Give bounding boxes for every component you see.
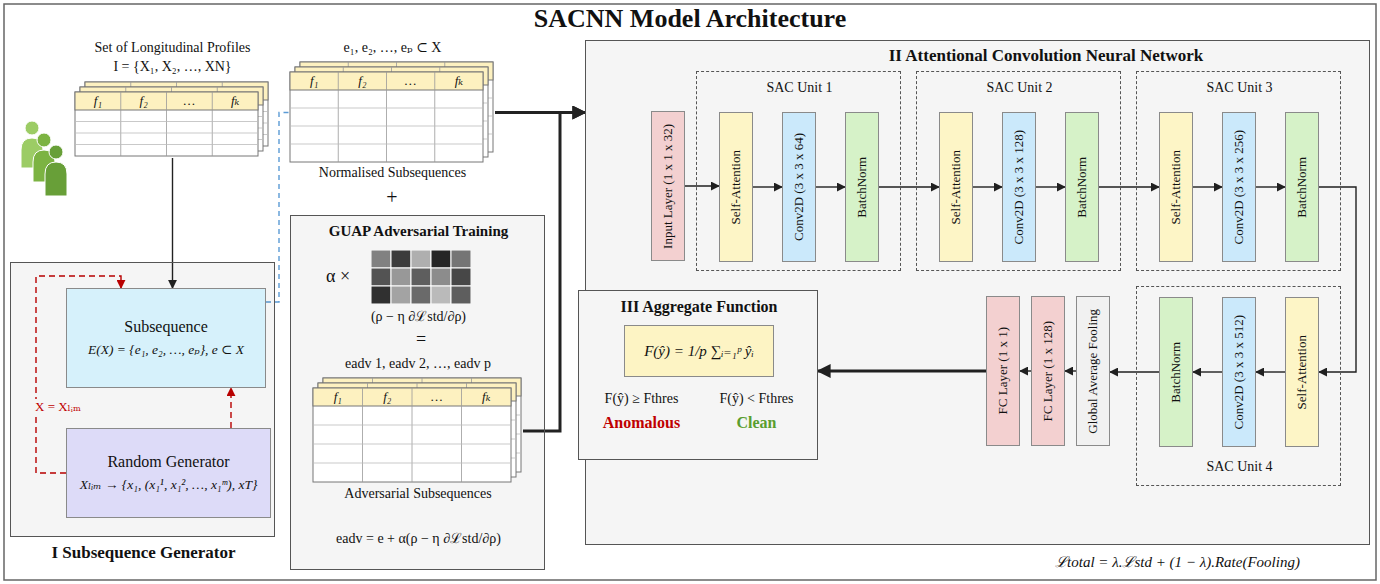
node-text: Adversarial Subsequences	[313, 486, 523, 503]
node-text: α ×	[313, 266, 363, 288]
node-text: eadv = e + α(ρ − η ∂ℒstd/∂ρ)	[291, 531, 546, 548]
node-text: I = {X₁, X₂, …, XN}	[75, 59, 270, 76]
table-sheets	[75, 40, 270, 158]
node-text: SAC Unit 2	[917, 80, 1122, 97]
node-text: II Attentional Convolution Neural Networ…	[766, 46, 1326, 66]
diagram-title: SACNN Model Architecture	[0, 4, 1380, 34]
batchnorm-box: BatchNorm	[845, 112, 879, 262]
node-text: F(ŷ) ≥ Fthres	[584, 391, 699, 408]
box-text: E(X) = {e₁, e₂, …, eₚ}, e ⊂ X	[88, 342, 244, 359]
node-text: SAC Unit 4	[1137, 459, 1342, 476]
table-cell: f₁	[313, 388, 363, 406]
attention-box: Self-Attention	[1285, 297, 1319, 447]
plus-sign: +	[372, 186, 412, 209]
table-cell: …	[387, 72, 435, 90]
layer-label: BatchNorm	[1169, 342, 1184, 403]
node-text: I Subsequence Generator	[11, 543, 276, 563]
node-text: (ρ − η ∂ℒstd/∂ρ)	[311, 309, 526, 326]
perturbation-heatmap	[371, 250, 471, 304]
table-cell: fₖ	[435, 72, 483, 90]
table-cell: f₂	[121, 92, 167, 110]
layer-label: Conv2D (3 x 3 x 64)	[792, 133, 807, 241]
people-icon	[21, 121, 67, 196]
layer-label: FC Layer (1 x 128)	[1041, 321, 1056, 421]
node-text: Normalised Subsequences	[290, 165, 495, 182]
layer-label: Conv2D (3 x 3 x 512)	[1232, 315, 1247, 429]
node-text: SAC Unit 1	[697, 80, 902, 97]
layer-label: Self-Attention	[1295, 335, 1310, 409]
conv-box: Conv2D (3 x 3 x 64)	[782, 112, 816, 262]
table-cell: f₂	[338, 72, 386, 90]
table-cell: fₖ	[212, 92, 258, 110]
layer-label: BatchNorm	[855, 157, 870, 218]
node-text: Set of Longitudinal Profiles	[75, 40, 270, 57]
fc-box: FC Layer (1 x 128)	[1031, 296, 1065, 446]
table-sheet	[290, 72, 483, 162]
layer-label: Self-Attention	[949, 150, 964, 224]
table-sheet	[313, 388, 511, 482]
sac-unit: SAC Unit 4 Self-Attention Conv2D (3 x 3 x …	[1136, 286, 1341, 486]
conv-box: Conv2D (3 x 3 x 512)	[1222, 297, 1256, 447]
conv-box: Conv2D (3 x 3 x 256)	[1222, 112, 1256, 262]
box-text: Random Generator	[107, 452, 229, 471]
conv-box: Conv2D (3 x 3 x 128)	[1002, 112, 1036, 262]
layer-label: Conv2D (3 x 3 x 128)	[1012, 130, 1027, 244]
connector-label: X = Xₗᵢₘ	[32, 399, 84, 415]
process-box: SubsequenceE(X) = {e₁, e₂, …, eₚ}, e ⊂ X	[66, 288, 266, 388]
node-text: Clean	[699, 413, 814, 432]
box-text: F(ŷ) = 1/p ∑ᵢ₌₁ᵖ ŷᵢ	[644, 342, 754, 360]
table-cell: fₖ	[462, 388, 512, 406]
sac-unit: SAC Unit 2 Self-Attention Conv2D (3 x 3 x …	[916, 71, 1121, 271]
table-cell: f₂	[363, 388, 413, 406]
attention-box: Self-Attention	[1159, 112, 1193, 262]
layer-label: Self-Attention	[1169, 150, 1184, 224]
sac-unit: SAC Unit 3 Self-Attention Conv2D (3 x 3 x …	[1136, 71, 1341, 271]
batchnorm-box: BatchNorm	[1285, 112, 1319, 262]
layer-label: BatchNorm	[1075, 157, 1090, 218]
attention-box: Self-Attention	[719, 112, 753, 262]
profiles-table: Set of Longitudinal Profiles I = {X₁, X₂,…	[75, 40, 270, 158]
outer-frame	[4, 4, 1376, 580]
layer-label: Input Layer (1 x 1 x 32)	[661, 124, 676, 249]
node-text: e₁, e₂, …, eₚ ⊂ X	[290, 40, 495, 57]
subsequence-table: e₁, e₂, …, eₚ ⊂ X f₁f₂…fₖNormalised Subse…	[290, 40, 495, 185]
node-text: =	[391, 329, 451, 351]
node-text: SAC Unit 3	[1137, 80, 1342, 97]
aggregate-panel: III Aggregate FunctionF(ŷ) ≥ FthresAnoma…	[578, 290, 818, 460]
table-cell: f₁	[75, 92, 121, 110]
layer-label: Self-Attention	[729, 150, 744, 224]
adversarial-table: eadv 1, eadv 2, …, eadv p f₁f₂…fₖAdversar…	[313, 356, 523, 506]
table-cell: …	[412, 388, 462, 406]
pooling-box: Global Average Fooling	[1076, 296, 1110, 446]
process-box: Random GeneratorXₗᵢₘ → {x₁, (x₁¹, x₁², ……	[66, 428, 271, 518]
node-text: GUAP Adversarial Training	[291, 222, 546, 240]
node-text: F(ŷ) < Fthres	[699, 391, 814, 408]
batchnorm-box: BatchNorm	[1065, 112, 1099, 262]
fc-box: FC Layer (1 x 1)	[986, 296, 1020, 446]
table-sheets	[313, 356, 523, 506]
node-text: eadv 1, eadv 2, …, eadv p	[313, 356, 523, 373]
sac-unit: SAC Unit 1 Self-Attention Conv2D (3 x 3 x …	[696, 71, 901, 271]
guap-panel: GUAP Adversarial Training α × (ρ − η ∂ℒstd…	[290, 215, 545, 570]
layer-label: Conv2D (3 x 3 x 256)	[1232, 130, 1247, 244]
node-text: Anomalous	[584, 413, 699, 432]
layer-label: Global Average Fooling	[1086, 309, 1101, 434]
box-text: Subsequence	[124, 317, 208, 336]
layer-box: Input Layer (1 x 1 x 32)	[651, 111, 685, 261]
table-sheet	[75, 92, 258, 156]
table-cell: …	[167, 92, 213, 110]
table-sheets	[290, 40, 495, 185]
loss-formula: ℒtotal = λ.ℒstd + (1 − λ).Rate(Fooling)	[985, 551, 1370, 571]
batchnorm-box: BatchNorm	[1159, 297, 1193, 447]
attention-box: Self-Attention	[939, 112, 973, 262]
table-cell: f₁	[290, 72, 338, 90]
formula-box: F(ŷ) = 1/p ∑ᵢ₌₁ᵖ ŷᵢ	[624, 325, 774, 377]
node-text: III Aggregate Function	[579, 297, 819, 316]
layer-label: BatchNorm	[1295, 157, 1310, 218]
box-text: Xₗᵢₘ → {x₁, (x₁¹, x₁², …, x₁ᵐ), xT}	[80, 477, 258, 494]
layer-label: FC Layer (1 x 1)	[996, 327, 1011, 414]
